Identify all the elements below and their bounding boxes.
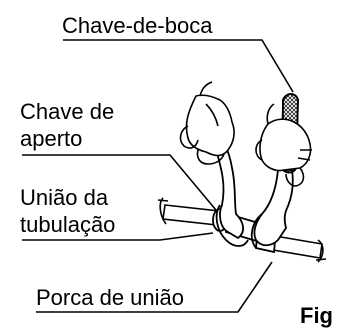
leader-uniao-tubulacao [22,232,214,241]
pipe-right [272,235,327,263]
label-porca-de-uniao: Porca de união [36,285,184,310]
label-chave-de-aperto-line2: aperto [20,126,83,151]
label-chave-de-boca: Chave-de-boca [62,13,213,38]
leader-lines [22,39,294,313]
leader-porca-de-uniao [36,261,273,313]
label-uniao-tubulacao-line1: União da [20,185,109,210]
leader-chave-de-boca [63,39,294,93]
open-end-wrench [250,169,294,249]
leader-chave-de-aperto [22,154,227,223]
figure-tag: Fig [300,303,333,328]
left-hand [179,81,235,165]
label-uniao-tubulacao-line2: tubulação [20,212,116,237]
label-chave-de-aperto-line1: Chave de [20,99,115,124]
right-hand [255,103,312,187]
